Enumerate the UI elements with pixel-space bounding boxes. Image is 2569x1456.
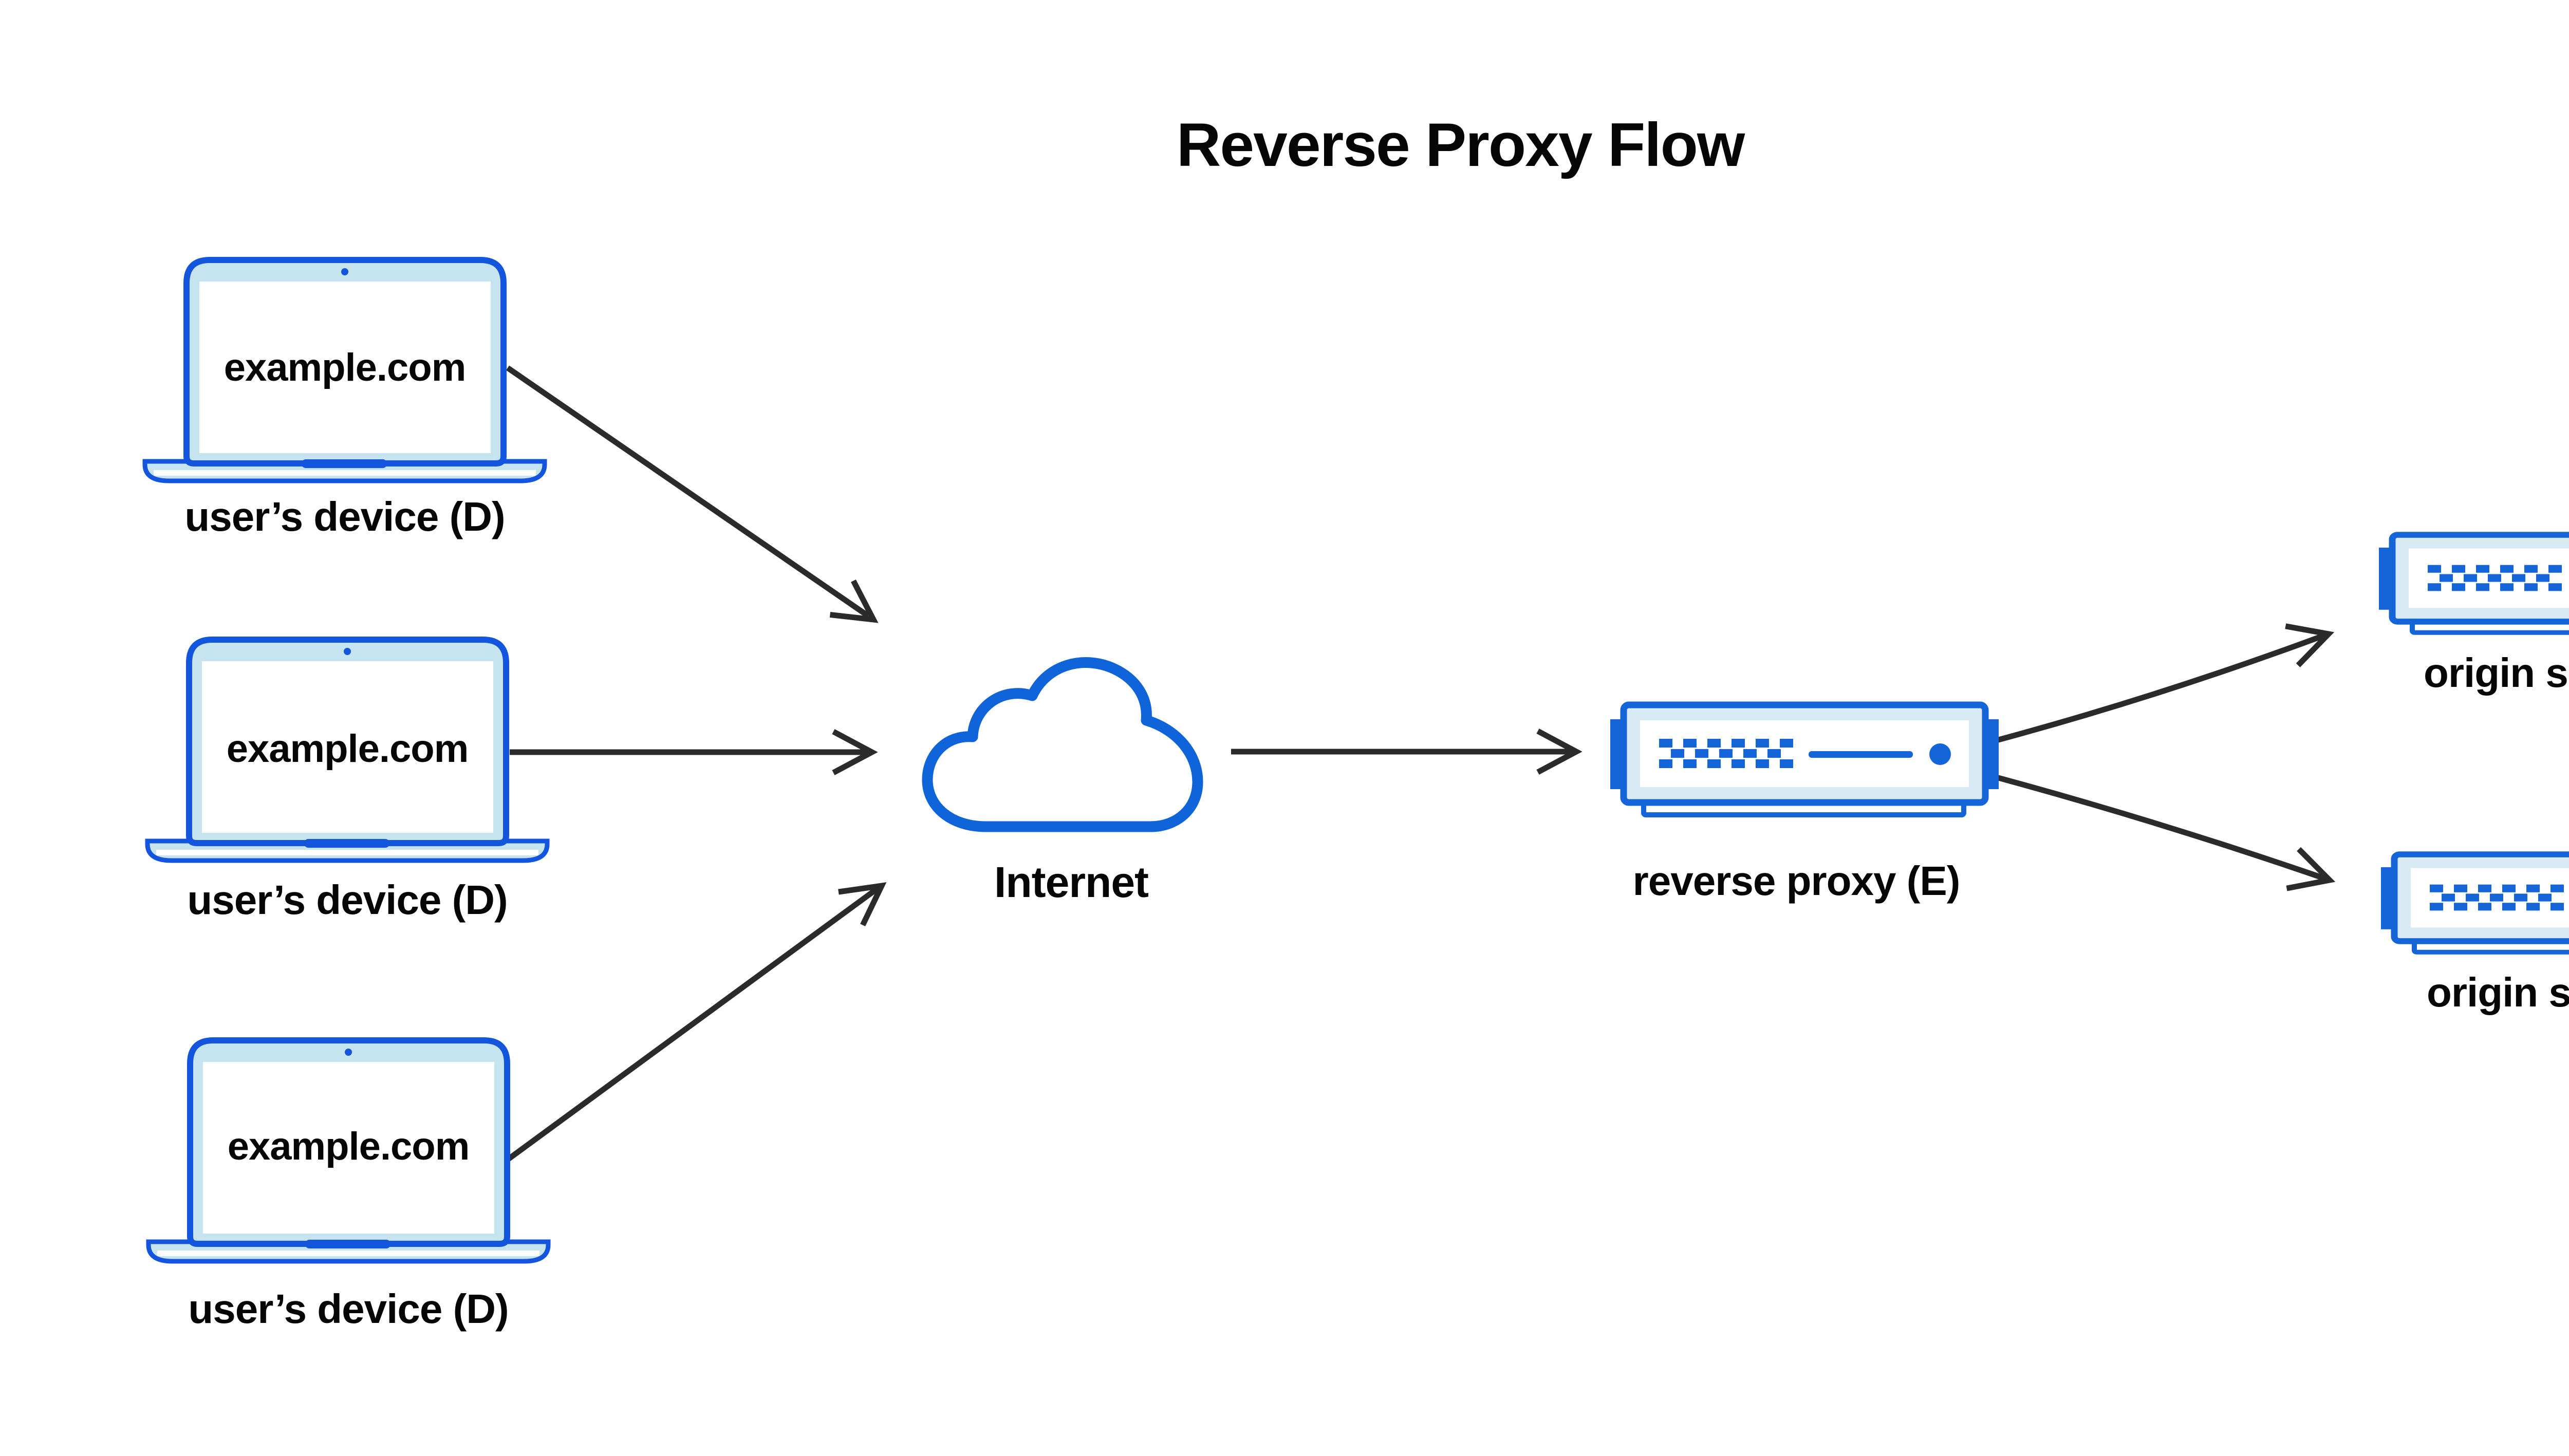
- device2-screen-text: example.com: [226, 727, 469, 771]
- arrow-device3-internet: [504, 882, 887, 1164]
- device1-label: user’s device (D): [184, 494, 505, 539]
- arrow-device1-internet: [506, 365, 879, 623]
- origin-server-icon-1: [2379, 535, 2569, 632]
- arrow-device2-internet: [510, 729, 878, 775]
- device3-screen-text: example.com: [227, 1125, 470, 1168]
- arrow-proxy-origin1: [1994, 623, 2335, 744]
- reverse-proxy-icon: [1610, 705, 1999, 815]
- origin-server1-label: origin server (F): [2423, 650, 2569, 696]
- device1-screen-text: example.com: [224, 346, 467, 389]
- arrow-internet-proxy: [1231, 729, 1583, 775]
- cloud-icon: [922, 657, 1203, 832]
- origin-server2-label: origin server (F): [2426, 969, 2569, 1015]
- origin-server-icon-2: [2381, 854, 2569, 952]
- device2-label: user’s device (D): [187, 877, 508, 923]
- reverse-proxy-label: reverse proxy (E): [1632, 858, 1961, 904]
- device3-label: user’s device (D): [188, 1286, 509, 1332]
- internet-label: Internet: [994, 858, 1149, 906]
- flow-arrows: [504, 365, 2336, 1164]
- arrow-proxy-origin2: [1994, 774, 2336, 891]
- page-title: Reverse Proxy Flow: [1176, 110, 1745, 179]
